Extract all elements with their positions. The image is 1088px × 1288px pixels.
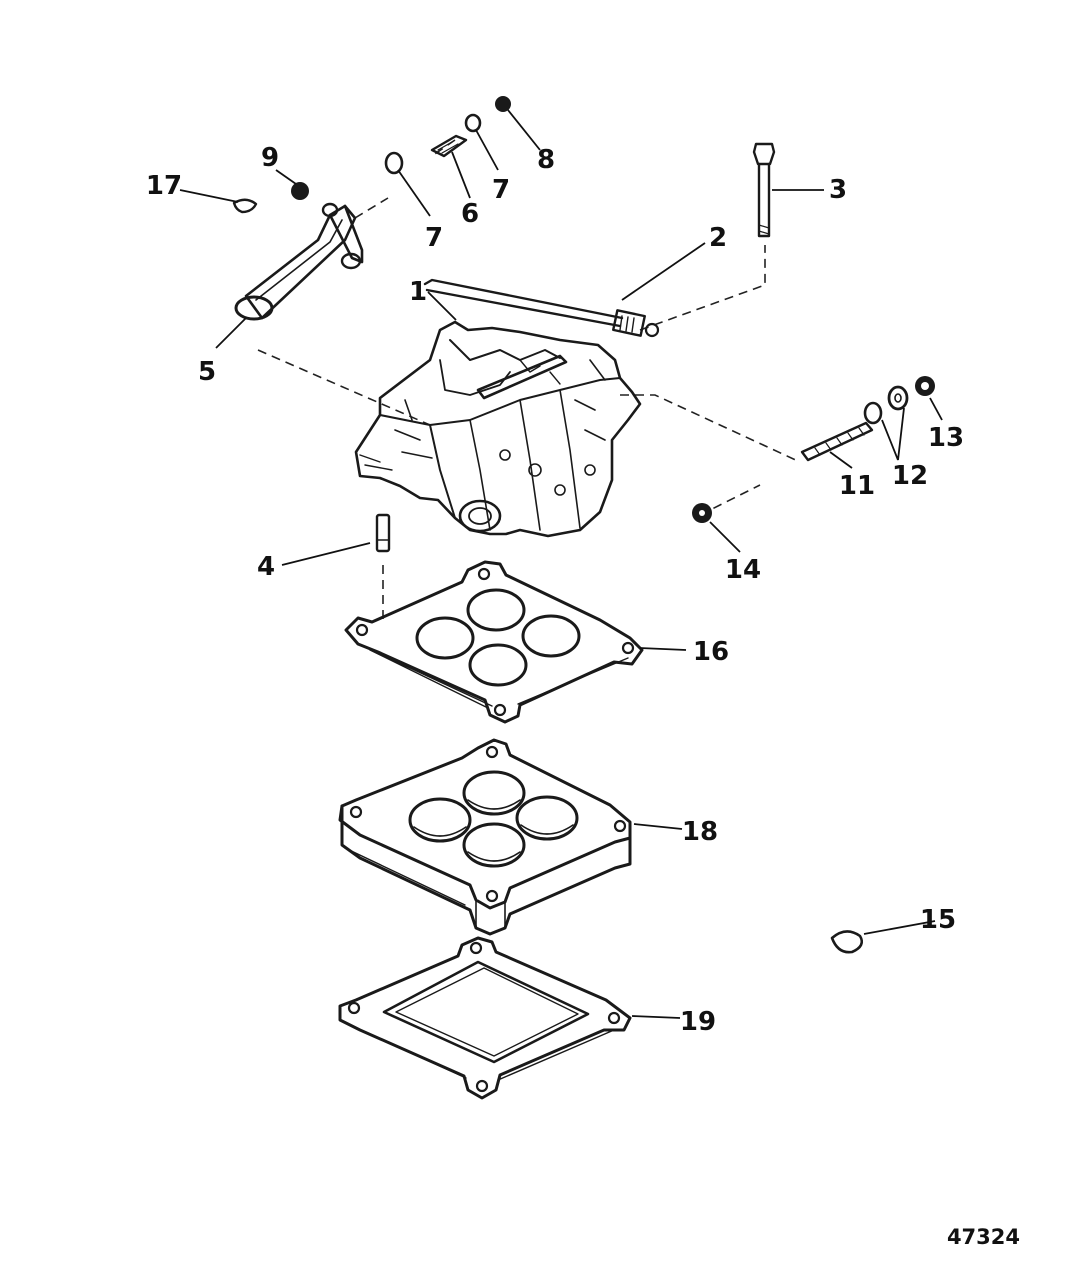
part-4-dowel bbox=[375, 513, 391, 553]
part-13-nut bbox=[915, 376, 935, 396]
part-19-gasket bbox=[338, 936, 632, 1100]
part-8-nut bbox=[495, 96, 511, 112]
callout-8: 8 bbox=[537, 145, 555, 175]
part-2-stud bbox=[423, 278, 660, 338]
part-6-pin bbox=[430, 134, 468, 158]
callout-19: 19 bbox=[680, 1007, 716, 1037]
callout-2: 2 bbox=[709, 223, 727, 253]
callout-6: 6 bbox=[461, 199, 479, 229]
callout-15: 15 bbox=[920, 905, 956, 935]
callout-labels: 1 2 3 4 5 6 7 7 8 9 11 12 13 14 15 16 17… bbox=[146, 143, 964, 1037]
part-9-nut bbox=[291, 182, 309, 200]
callout-11: 11 bbox=[839, 471, 875, 501]
part-7-washer-left bbox=[384, 151, 404, 175]
part-15-plug bbox=[830, 930, 864, 954]
callout-3: 3 bbox=[829, 175, 847, 205]
callout-14: 14 bbox=[725, 555, 761, 585]
part-18-spacer bbox=[338, 738, 632, 936]
part-12-washers bbox=[863, 385, 909, 425]
callout-18: 18 bbox=[682, 817, 718, 847]
callout-12: 12 bbox=[892, 461, 928, 491]
part-7-washer-right bbox=[464, 113, 482, 133]
callout-5: 5 bbox=[198, 357, 216, 387]
part-16-gasket bbox=[344, 560, 644, 724]
callout-1: 1 bbox=[409, 277, 427, 307]
assembly-dash-lines bbox=[257, 139, 801, 620]
figure-number: 47324 bbox=[947, 1225, 1020, 1249]
callout-17: 17 bbox=[146, 171, 182, 201]
part-14-nut bbox=[692, 503, 712, 523]
callout-7-left: 7 bbox=[425, 223, 443, 253]
part-11-stud bbox=[800, 421, 874, 462]
part-5-lever bbox=[234, 202, 364, 321]
leader-lines bbox=[179, 109, 943, 1019]
callout-4: 4 bbox=[257, 552, 275, 582]
part-1-carburetor bbox=[354, 320, 642, 538]
callout-16: 16 bbox=[693, 637, 729, 667]
callout-7-right: 7 bbox=[492, 175, 510, 205]
part-3-bolt bbox=[752, 142, 776, 238]
callout-9: 9 bbox=[261, 143, 279, 173]
part-17-clip bbox=[232, 198, 258, 214]
callout-13: 13 bbox=[928, 423, 964, 453]
